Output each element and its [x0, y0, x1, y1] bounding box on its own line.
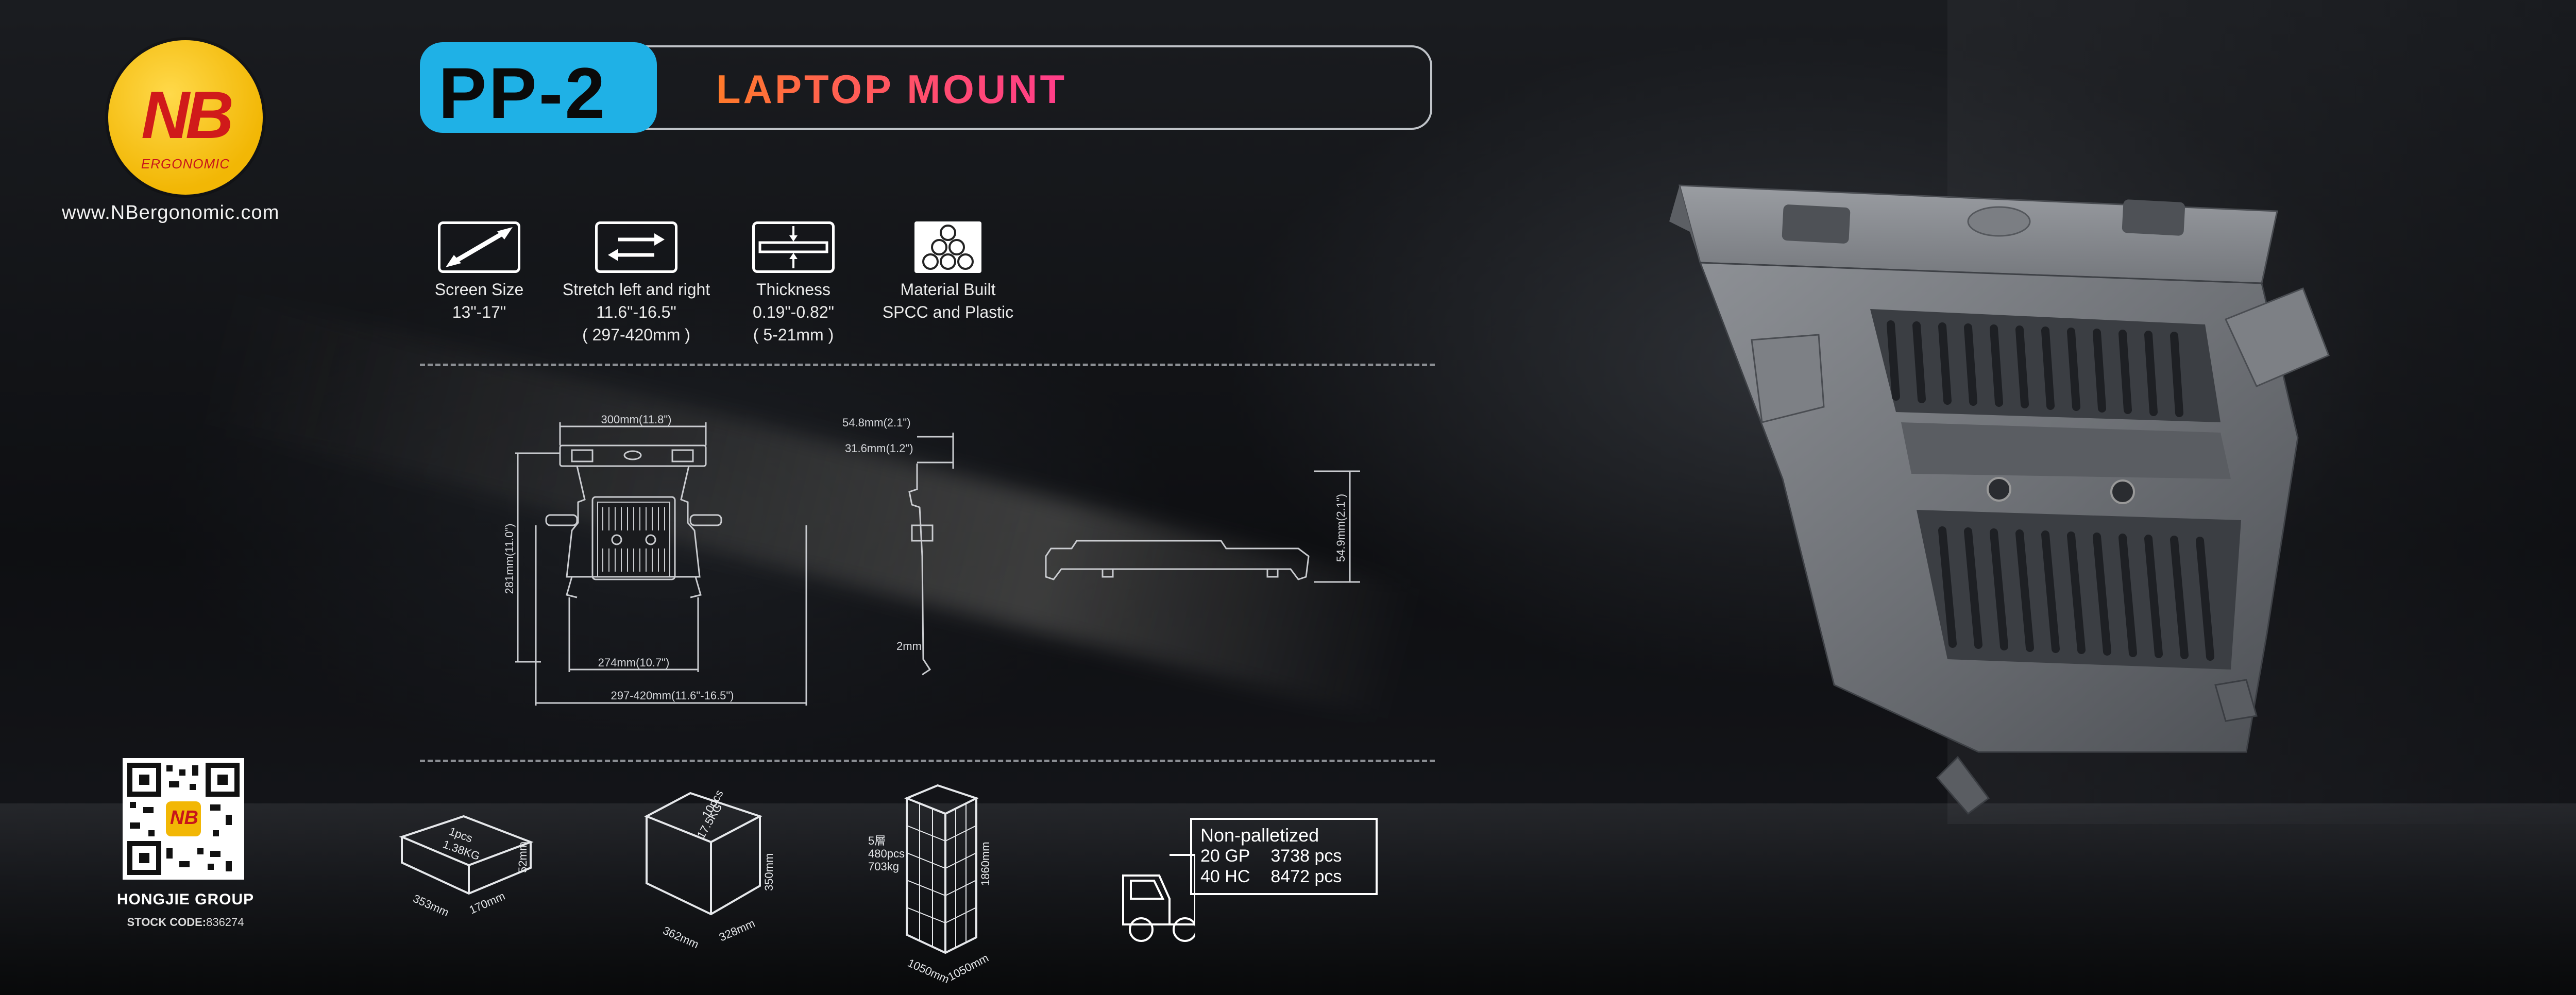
box1-width: 170mm [467, 889, 507, 917]
shipping-table: Non-palletized 20 GP 3738 pcs 40 HC 8472 p… [1190, 818, 1378, 895]
box2-length: 362mm [661, 924, 701, 951]
company-name: HONGJIE GROUP [116, 891, 255, 908]
feature-stretch: Stretch left and right 11.6"-16.5" ( 297-4… [554, 221, 719, 346]
dim-front-height: 54.9mm(2.1") [1334, 494, 1347, 562]
feature-label: Stretch left and right [562, 280, 710, 299]
feature-value: 11.6"-16.5" [596, 303, 676, 321]
packaging-info: 1pcs 1.38KG 52mm 353mm 170mm 10pcs 17.5K… [399, 784, 1195, 986]
feature-value-mm: ( 297-420mm ) [582, 325, 690, 344]
front-view-drawing: 300mm(11.8") 281mm(11.0") 274mm(10.7") 2… [503, 413, 807, 706]
logo-subtext: ERGONOMIC [141, 156, 230, 171]
shipping-row: 20 GP 3738 pcs [1200, 846, 1367, 866]
floor [0, 803, 2576, 995]
dim-height: 281mm(11.0") [503, 523, 516, 594]
box2-width: 328mm [717, 917, 757, 944]
feature-value: 0.19"-0.82" [753, 303, 834, 321]
shipping-row: 40 HC 8472 pcs [1200, 866, 1367, 887]
divider-bottom [420, 760, 1435, 762]
container-type: 20 GP [1200, 846, 1250, 866]
pallet-weight: 703kg [868, 860, 899, 873]
shipping-title: Non-palletized [1200, 825, 1319, 846]
model-badge: PP-2 [420, 42, 657, 133]
feature-value: 13"-17" [452, 303, 506, 321]
carton-box: 10pcs 17.5KG 350mm 362mm 328mm [644, 787, 775, 951]
container-qty: 3738 pcs [1270, 846, 1342, 866]
feature-screen-size: Screen Size 13"-17" [397, 221, 562, 323]
dim-side-depth2: 31.6mm(1.2") [845, 442, 913, 455]
side-view-drawing: 54.8mm(2.1") 31.6mm(1.2") 2mm [842, 416, 954, 676]
pallet-height: 1860mm [979, 842, 992, 886]
single-box: 1pcs 1.38KG 52mm 353mm 170mm [399, 815, 534, 919]
pallet-stack: 5層 480pcs 703kg 1860mm 1050mm 1050mm [868, 784, 992, 986]
qr-code[interactable]: NB [123, 758, 244, 880]
qr-logo: NB [170, 807, 198, 829]
left-right-arrows-icon [595, 221, 677, 273]
dim-bottom-width: 274mm(10.7") [598, 656, 670, 669]
feature-label: Material Built [900, 280, 996, 299]
feature-value: SPCC and Plastic [882, 303, 1014, 321]
product-image [1669, 184, 2330, 815]
box1-height: 52mm [516, 842, 529, 873]
feature-label: Thickness [756, 280, 831, 299]
dim-range: 297-420mm(11.6"-16.5") [611, 689, 734, 702]
pallet-pcs: 480pcs [868, 847, 905, 860]
website-url[interactable]: www.NBergonomic.com [62, 202, 280, 224]
brand-logo: NB ERGONOMIC [108, 40, 263, 195]
technical-drawing: 300mm(11.8") 281mm(11.0") 274mm(10.7") 2… [503, 413, 1360, 706]
feature-value-mm: ( 5-21mm ) [753, 325, 834, 344]
stock-code: STOCK CODE:836274 [93, 916, 278, 929]
container-qty: 8472 pcs [1270, 867, 1342, 886]
dim-side-thick: 2mm [896, 640, 922, 653]
divider-top [420, 364, 1435, 366]
stock-code-label: STOCK CODE: [127, 916, 207, 929]
box1-length: 353mm [411, 892, 451, 919]
container-type: 40 HC [1200, 867, 1250, 886]
edge-view-drawing: 54.9mm(2.1") [1045, 470, 1360, 583]
pallet-length: 1050mm [906, 956, 951, 986]
box2-height: 350mm [762, 853, 775, 891]
model-number: PP-2 [438, 53, 607, 133]
pallet-width: 1050mm [946, 951, 991, 983]
product-title: LAPTOP MOUNT [716, 66, 1067, 112]
feature-thickness: Thickness 0.19"-0.82" ( 5-21mm ) [711, 221, 876, 346]
dim-side-depth1: 54.8mm(2.1") [842, 416, 911, 429]
coil-material-icon [914, 221, 981, 273]
stock-code-value: 836274 [206, 916, 244, 929]
feature-label: Screen Size [434, 280, 524, 299]
dim-top-width: 300mm(11.8") [601, 413, 671, 426]
logo-text: NB [141, 77, 234, 152]
truck-icon [1122, 854, 1195, 942]
thickness-icon [752, 221, 835, 273]
diagonal-arrow-icon [438, 221, 520, 273]
pallet-layers: 5層 [868, 834, 886, 847]
